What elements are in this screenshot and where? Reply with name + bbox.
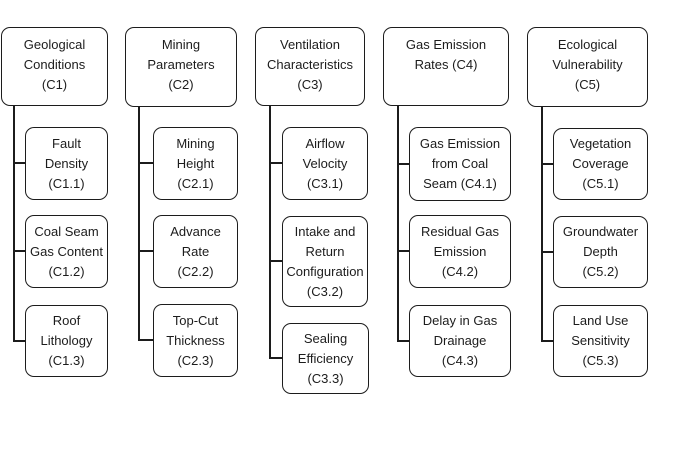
subcriterion-box-c4-1: Gas Emission from Coal Seam (C4.1)	[409, 127, 511, 201]
subcriterion-label-c4-3: Delay in Gas Drainage (C4.3)	[422, 313, 498, 368]
subcriterion-box-c5-2: Groundwater Depth (C5.2)	[553, 216, 648, 288]
subcriterion-label-c3-1: Airflow Velocity (C3.1)	[302, 135, 348, 191]
subcriterion-box-c3-3: Sealing Efficiency (C3.3)	[282, 323, 369, 394]
subcriterion-box-c1-2: Coal Seam Gas Content (C1.2)	[25, 215, 108, 288]
subcriterion-label-c2-2: Advance Rate (C2.2)	[170, 223, 221, 279]
connector-vertical-c2	[138, 105, 140, 341]
criterion-box-c5: Ecological Vulnerability (C5)	[527, 27, 648, 107]
connector-horizontal-c2-1	[138, 162, 153, 164]
connector-horizontal-c3-3	[269, 357, 282, 359]
subcriterion-label-c5-2: Groundwater Depth (C5.2)	[562, 224, 639, 279]
subcriterion-box-c3-2: Intake and Return Configuration (C3.2)	[282, 216, 368, 307]
subcriterion-box-c1-3: Roof Lithology (C1.3)	[25, 305, 108, 377]
subcriterion-label-c3-3: Sealing Efficiency (C3.3)	[297, 330, 354, 386]
criterion-box-c1: Geological Conditions (C1)	[1, 27, 108, 106]
subcriterion-label-c1-1: Fault Density (C1.1)	[44, 135, 89, 191]
connector-horizontal-c1-1	[13, 162, 25, 164]
subcriterion-box-c3-1: Airflow Velocity (C3.1)	[282, 127, 368, 200]
subcriterion-label-c2-3: Top-Cut Thickness (C2.3)	[166, 312, 225, 368]
connector-horizontal-c4-3	[397, 340, 409, 342]
connector-vertical-c5	[541, 105, 543, 342]
subcriterion-label-c1-3: Roof Lithology (C1.3)	[40, 313, 93, 368]
subcriterion-box-c2-2: Advance Rate (C2.2)	[153, 215, 238, 288]
subcriterion-label-c4-2: Residual Gas Emission (C4.2)	[420, 223, 500, 279]
subcriterion-box-c4-2: Residual Gas Emission (C4.2)	[409, 215, 511, 288]
connector-vertical-c1	[13, 105, 15, 342]
connector-horizontal-c5-1	[541, 163, 553, 165]
criterion-label-c3: Ventilation Characteristics (C3)	[267, 37, 353, 92]
connector-horizontal-c2-3	[138, 339, 153, 341]
connector-horizontal-c4-1	[397, 163, 409, 165]
connector-horizontal-c4-2	[397, 250, 409, 252]
subcriterion-label-c3-2: Intake and Return Configuration (C3.2)	[286, 223, 364, 299]
subcriterion-label-c1-2: Coal Seam Gas Content (C1.2)	[30, 223, 103, 279]
connector-horizontal-c1-3	[13, 340, 25, 342]
criterion-box-c3: Ventilation Characteristics (C3)	[255, 27, 365, 106]
criterion-label-c4: Gas Emission Rates (C4)	[405, 37, 487, 72]
connector-horizontal-c2-2	[138, 250, 153, 252]
subcriterion-label-c4-1: Gas Emission from Coal Seam (C4.1)	[419, 136, 501, 191]
criterion-box-c4: Gas Emission Rates (C4)	[383, 27, 509, 106]
subcriterion-label-c5-1: Vegetation Coverage (C5.1)	[569, 136, 632, 191]
subcriterion-box-c2-3: Top-Cut Thickness (C2.3)	[153, 304, 238, 377]
connector-horizontal-c1-2	[13, 250, 25, 252]
connector-horizontal-c3-1	[269, 162, 282, 164]
subcriterion-box-c4-3: Delay in Gas Drainage (C4.3)	[409, 305, 511, 377]
subcriterion-box-c5-3: Land Use Sensitivity (C5.3)	[553, 305, 648, 377]
connector-vertical-c3	[269, 105, 271, 359]
criterion-label-c5: Ecological Vulnerability (C5)	[552, 37, 623, 92]
criterion-label-c2: Mining Parameters (C2)	[147, 37, 215, 92]
subcriterion-label-c2-1: Mining Height (C2.1)	[176, 135, 215, 191]
criterion-label-c1: Geological Conditions (C1)	[23, 37, 86, 92]
criterion-box-c2: Mining Parameters (C2)	[125, 27, 237, 107]
connector-vertical-c4	[397, 105, 399, 342]
subcriterion-box-c1-1: Fault Density (C1.1)	[25, 127, 108, 200]
connector-horizontal-c5-3	[541, 340, 553, 342]
connector-horizontal-c5-2	[541, 251, 553, 253]
subcriterion-box-c2-1: Mining Height (C2.1)	[153, 127, 238, 200]
connector-horizontal-c3-2	[269, 260, 282, 262]
subcriterion-label-c5-3: Land Use Sensitivity (C5.3)	[571, 313, 630, 368]
subcriterion-box-c5-1: Vegetation Coverage (C5.1)	[553, 128, 648, 200]
